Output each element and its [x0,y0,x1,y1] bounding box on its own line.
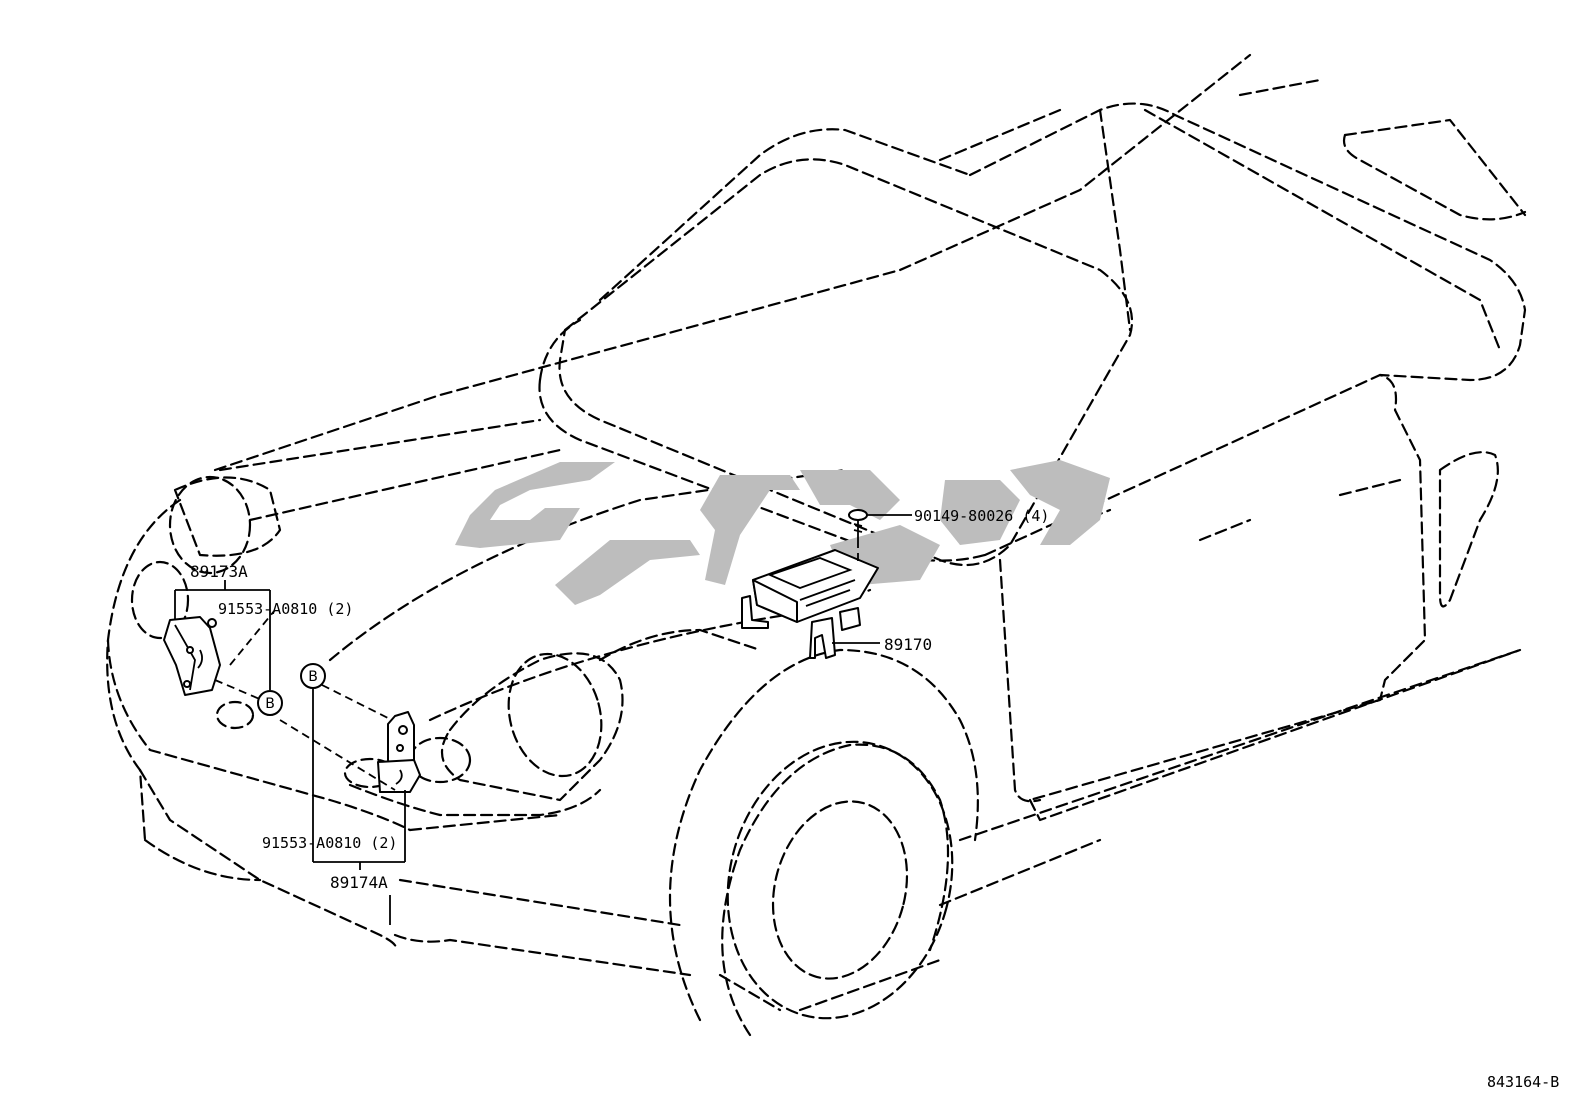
callout-b-right: B [300,663,326,689]
leader-lines [174,514,912,925]
label-91553-a0810-upper[interactable]: 91553-A0810 (2) [218,600,353,618]
label-89173a[interactable]: 89173A [190,562,248,581]
diagram-id: 843164-B [1487,1073,1559,1091]
label-89174a[interactable]: 89174A [330,873,388,892]
callout-b-left: B [257,690,283,716]
label-89170[interactable]: 89170 [884,635,932,654]
label-90149-80026[interactable]: 90149-80026 (4) [914,507,1049,525]
sensor-89174a-part[interactable] [377,711,421,793]
label-91553-a0810-lower[interactable]: 91553-A0810 (2) [262,834,397,852]
car-body-outline [106,53,1527,1037]
airbag-ecu-89170-part[interactable] [741,549,879,659]
svg-text:B: B [265,696,275,712]
sensor-89173a-part[interactable] [163,616,221,696]
svg-text:B: B [308,669,318,685]
